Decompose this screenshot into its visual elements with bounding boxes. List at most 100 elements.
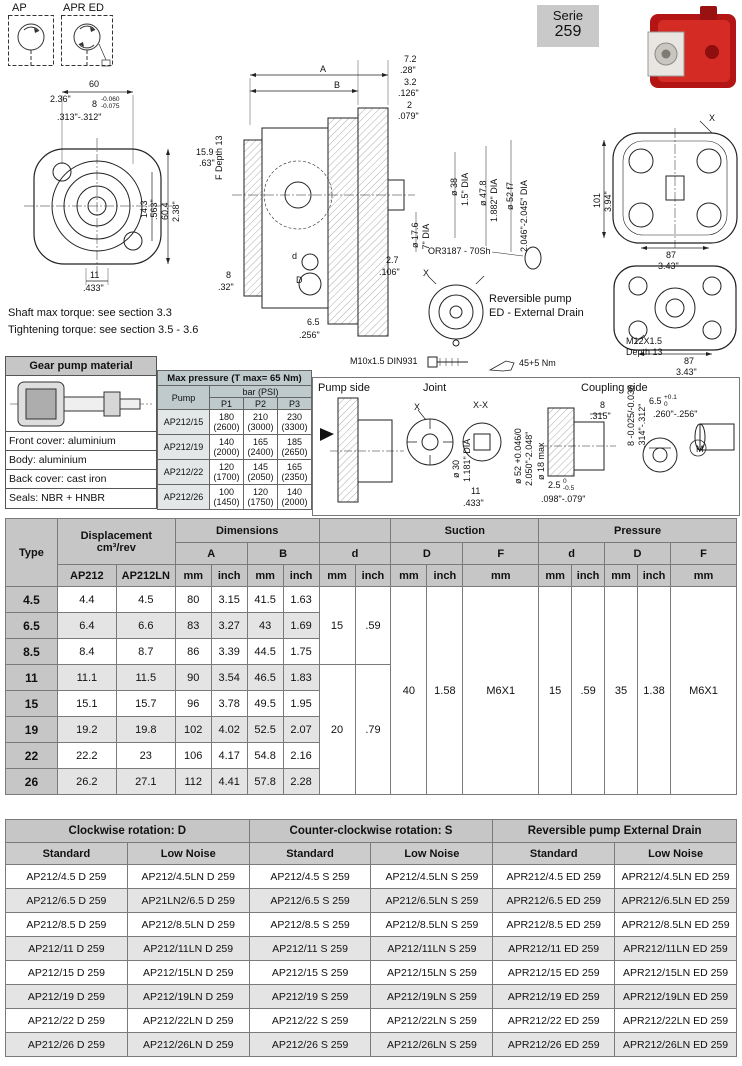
suction-d-inch-cell: .59: [354, 586, 392, 665]
dia-52-coupling-inch: 2.050"-2.048": [524, 431, 534, 486]
bolt-spec: M10x1.5 DIN931: [350, 356, 418, 366]
coupling-panel: Pump side Joint Coupling side X X-X 8 .3…: [312, 377, 740, 516]
coupling-panel-drawings: [320, 397, 735, 503]
unit-header: inch: [426, 564, 464, 587]
model-cell: AP212/26 D 259: [5, 1032, 128, 1057]
type-cell: 11: [5, 664, 58, 691]
suction-d-header: d: [318, 542, 392, 565]
main-header-row-2: A B d D F d D F: [6, 542, 738, 565]
data-cell: 4.41: [210, 768, 248, 795]
dia-47-8-inch: 1.882" DIA: [489, 178, 499, 222]
coupling-side-label: Coupling side: [581, 382, 648, 394]
data-cell: 4.4: [56, 586, 117, 613]
suction-D-mm-cell: 40: [390, 586, 428, 795]
unit-header: mm: [318, 564, 356, 587]
type-cell: 6.5: [5, 612, 58, 639]
pressure-d-mm-cell: 15: [538, 586, 573, 795]
pressure-header: Pressure: [538, 518, 737, 543]
rotation-group-cell: Reversible pump External Drain: [492, 819, 737, 843]
apr-ed-symbol-label: APR ED: [63, 2, 104, 14]
dim-A: A: [320, 64, 327, 74]
dimensions-table: Type Displacement cm³/rev Dimensions Suc…: [5, 518, 738, 795]
pressure-value-cell: 140 (2000): [209, 434, 244, 460]
model-cell: APR212/8.5LN ED 259: [614, 912, 737, 937]
suction-F-header: F: [462, 542, 540, 565]
external-drain-label: ED - External Drain: [489, 307, 584, 319]
rear-view-drawing: [602, 120, 738, 250]
pressure-value-cell: 165 (2350): [277, 459, 312, 485]
data-cell: 1.95: [282, 690, 320, 717]
pressure-D-mm-cell: 35: [604, 586, 639, 795]
dim-8-coupling: 8: [600, 400, 606, 410]
data-cell: 8.4: [56, 638, 117, 665]
rotation-sub-cell: Low Noise: [614, 842, 737, 865]
data-cell: 80: [174, 586, 212, 613]
displacement-header: Displacement cm³/rev: [56, 518, 176, 565]
dim-433in: .433": [83, 283, 104, 293]
model-cell: APR212/15LN ED 259: [614, 960, 737, 985]
rotation-sub-cell: Standard: [492, 842, 616, 865]
dim-098in: .098"-.079": [541, 494, 586, 504]
dim-2-5-tolerance: 0 -0.5: [563, 478, 575, 492]
unit-header: mm: [390, 564, 428, 587]
data-cell: 90: [174, 664, 212, 691]
data-cell: 3.78: [210, 690, 248, 717]
side-view-drawing: [232, 60, 542, 372]
model-cell: AP212/22 D 259: [5, 1008, 128, 1033]
unit-header: mm: [246, 564, 284, 587]
type-cell: 19: [5, 716, 58, 743]
model-cell: AP212/11LN D 259: [126, 936, 250, 961]
product-photo: [647, 6, 736, 88]
dim-2-5: 2.5: [548, 480, 561, 490]
model-cell: AP212/19LN S 259: [370, 984, 494, 1009]
dim-28in: .28": [400, 65, 416, 75]
pressure-value-cell: 180 (2600): [209, 409, 244, 435]
suction-d-inch-cell: .79: [354, 664, 392, 795]
data-cell: 1.69: [282, 612, 320, 639]
technical-drawing-art: [8, 6, 738, 503]
front-view-drawing: [24, 90, 172, 285]
data-cell: 1.63: [282, 586, 320, 613]
rear-x-mark: X: [709, 113, 716, 123]
dim-3-2: 3.2: [404, 77, 417, 87]
p1-header: P1: [209, 397, 244, 410]
data-cell: 2.16: [282, 742, 320, 769]
main-header-row-1: Type Displacement cm³/rev Dimensions Suc…: [5, 518, 737, 587]
data-cell: 6.6: [115, 612, 176, 639]
rotation-group-cell: Clockwise rotation: D: [5, 819, 250, 843]
model-cell: APR212/26LN ED 259: [614, 1032, 737, 1057]
model-cell: APR212/19LN ED 259: [614, 984, 737, 1009]
dia-38-inch: 1.5" DIA: [460, 172, 470, 206]
model-cell: AP212/4.5LN S 259: [370, 864, 494, 889]
data-cell: 11.5: [115, 664, 176, 691]
model-cell: AP212/6.5 S 259: [248, 888, 372, 913]
type-cell: 8.5: [5, 638, 58, 665]
model-cell: AP212/26LN D 259: [126, 1032, 250, 1057]
dim-87-a: 87: [666, 250, 677, 260]
data-cell: 96: [174, 690, 212, 717]
tightening-torque-note: Tightening torque: see section 3.5 - 3.6: [8, 324, 199, 336]
dia-52-inch: 2.046"-2.045" DIA: [519, 180, 529, 252]
suction-D-header: D: [390, 542, 464, 565]
oring-spec: OR3187 - 70Sh: [428, 246, 491, 256]
unit-header: inch: [282, 564, 320, 587]
unit-header: mm: [538, 564, 573, 587]
pressure-d-inch-cell: .59: [571, 586, 606, 795]
unit-header: mm: [174, 564, 212, 587]
type-cell: 4.5: [5, 586, 58, 613]
dim-2-36in: 2.36": [50, 94, 71, 104]
unit-header: mm: [669, 564, 738, 587]
ap-symbol-icon: [8, 15, 54, 66]
pressure-table-title: Max pressure (T max= 65 Nm): [157, 370, 312, 386]
dim-3-94in: 3.94": [603, 191, 613, 212]
data-cell: 43: [246, 612, 284, 639]
data-cell: 2.07: [282, 716, 320, 743]
